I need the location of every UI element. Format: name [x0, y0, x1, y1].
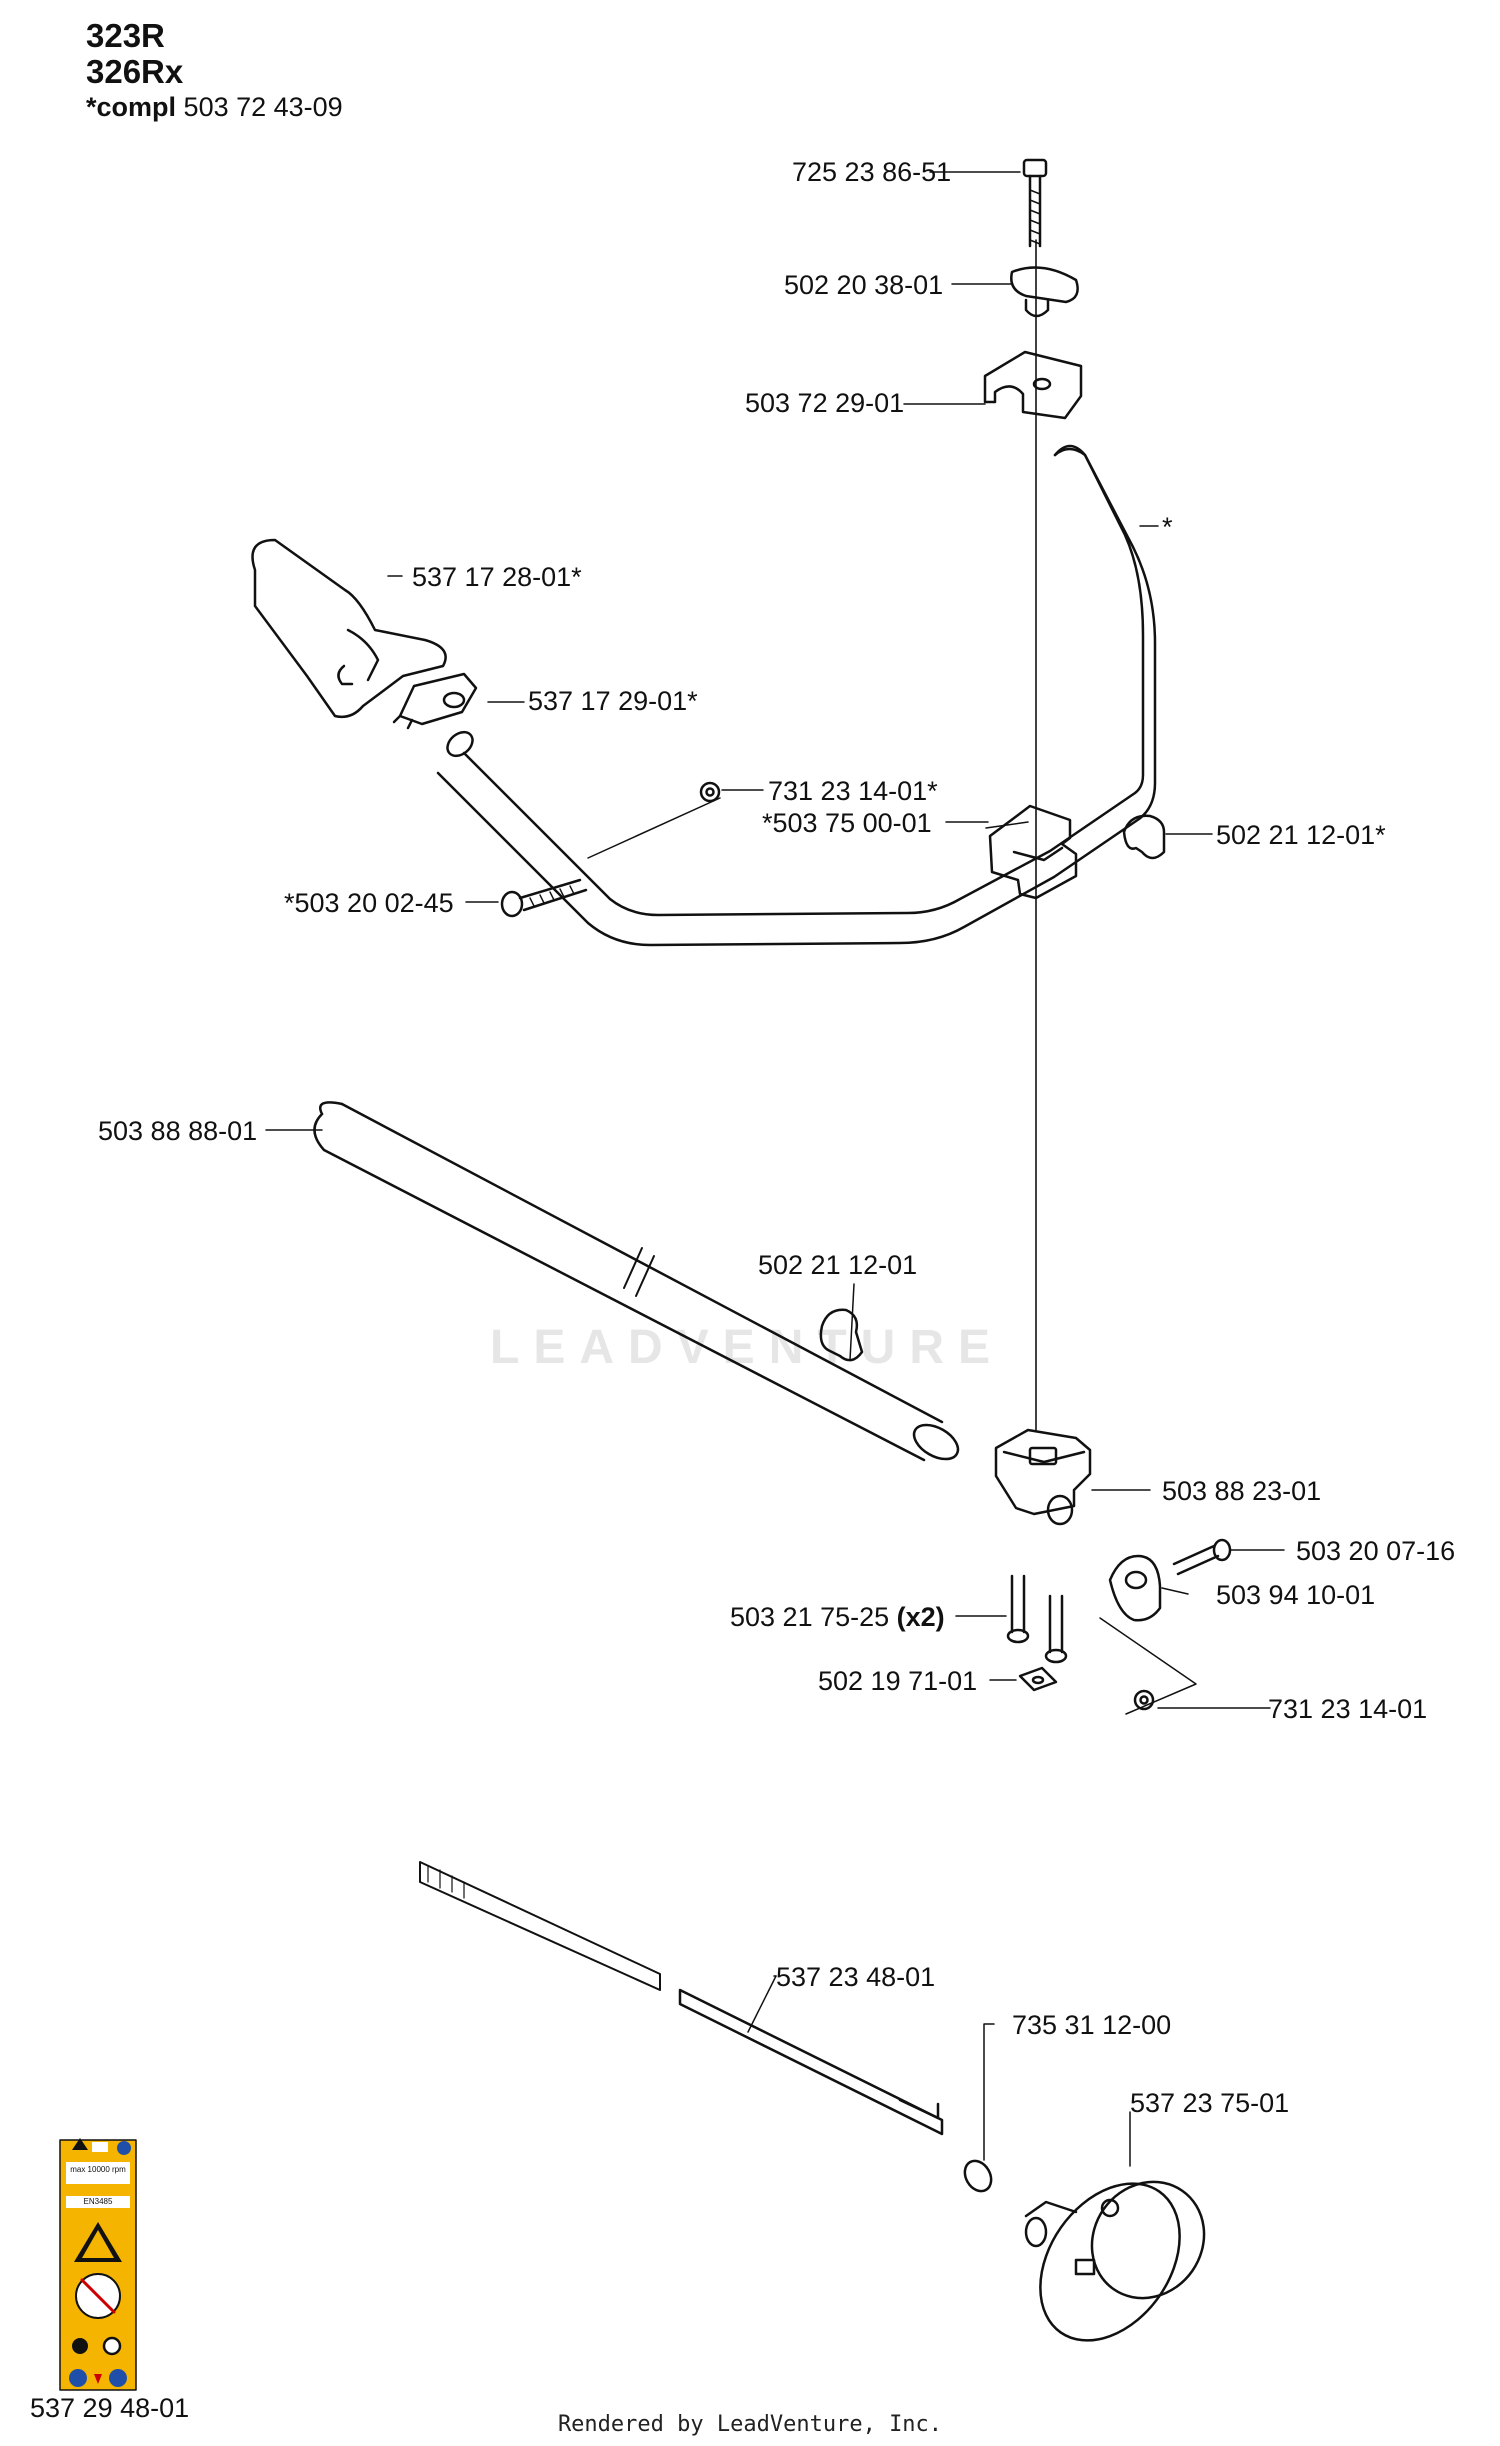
label-knob-2: 502 21 12-01*	[1216, 820, 1386, 850]
label-nut-2: 731 23 14-01	[1268, 1694, 1428, 1724]
square-nut-part	[989, 1666, 1058, 1692]
label-screw-1: *503 20 02-45	[284, 888, 454, 918]
grip-part	[251, 538, 447, 719]
clamp-top-part	[983, 350, 1083, 420]
label-grip-holder: 537 17 29-01*	[528, 686, 698, 716]
knob-3-part	[819, 1283, 864, 1362]
screw-2-part	[1172, 1538, 1285, 1576]
label-grip: 537 17 28-01*	[412, 562, 582, 592]
compl-number: 503 72 43-09	[183, 92, 343, 122]
circlip-part	[963, 2023, 995, 2193]
decal-part	[59, 2138, 137, 2391]
label-nut-1: 731 23 14-01*	[768, 776, 938, 806]
bracket-part	[994, 1428, 1151, 1526]
drive-shaft-part	[419, 1861, 944, 2136]
model-title-1: 323R	[86, 17, 165, 54]
decal-max-rpm: max 10000 rpm	[70, 2165, 126, 2174]
label-tube: 503 88 88-01	[98, 1116, 258, 1146]
handle-bar-part	[436, 444, 1157, 947]
label-knob-3: 502 21 12-01	[758, 1250, 918, 1280]
label-screw-3-qty: (x2)	[896, 1602, 945, 1632]
label-circlip: 735 31 12-00	[1012, 2010, 1172, 2040]
compl-prefix: *compl	[86, 92, 177, 122]
label-screw-2: 503 20 07-16	[1296, 1536, 1456, 1566]
label-bolt-top: 725 23 86-51	[792, 157, 952, 187]
decal-standard: EN3485	[83, 2197, 113, 2206]
label-wing-knob: 502 20 38-01	[784, 270, 944, 300]
knob-2-part	[1122, 814, 1213, 860]
complete-assembly-note: *compl 503 72 43-09	[86, 92, 343, 123]
label-holder: 503 94 10-01	[1216, 1580, 1376, 1610]
screw-3-part	[955, 1574, 1068, 1664]
clutch-drum-part	[1024, 2111, 1206, 2342]
label-clamp-top: 503 72 29-01	[745, 388, 905, 418]
footer-credit: Rendered by LeadVenture, Inc.	[557, 2412, 943, 2437]
label-screw-3: 503 21 75-25 (x2)	[730, 1602, 945, 1632]
holder-part	[1108, 1554, 1189, 1622]
label-screw-3-number: 503 21 75-25	[730, 1602, 890, 1632]
tube-part	[313, 1101, 960, 1462]
label-clamp-lower: *503 75 00-01	[762, 808, 932, 838]
label-bracket: 503 88 23-01	[1162, 1476, 1322, 1506]
label-decal: 537 29 48-01	[30, 2393, 190, 2423]
model-title-2: 326Rx	[86, 53, 184, 90]
screw-1-part	[500, 878, 588, 918]
leader-lines	[265, 171, 1159, 1131]
label-clutch-drum: 537 23 75-01	[1130, 2088, 1290, 2118]
clamp-lower-part	[985, 804, 1078, 900]
nut-1-part	[587, 781, 764, 859]
label-handle-bar: *	[1162, 512, 1173, 542]
bolt-top-part	[1022, 158, 1048, 248]
label-drive-shaft: 537 23 48-01	[776, 1962, 936, 1992]
nut-2-part	[1099, 1617, 1271, 1715]
grip-holder-part	[392, 672, 478, 730]
wing-knob-part	[1010, 266, 1079, 318]
label-square-nut: 502 19 71-01	[818, 1666, 978, 1696]
